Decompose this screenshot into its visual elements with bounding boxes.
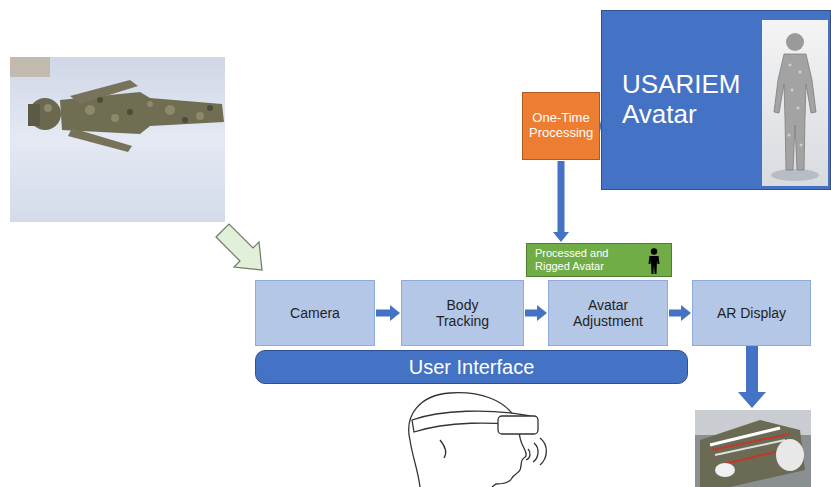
text-group: AR Display: [717, 305, 786, 321]
flow-arrow: [669, 305, 691, 321]
output-arrow: [738, 346, 766, 408]
process-box: Body Tracking: [401, 280, 524, 346]
flow-arrow: [376, 305, 400, 321]
node-label: One-Time Processing: [529, 111, 593, 141]
process-box: AR Display: [692, 280, 811, 346]
avatar-figure: [762, 20, 828, 186]
source-box: USARIEM Avatar: [601, 10, 831, 190]
ar-output-photo: [695, 410, 811, 487]
result-box: Processed and Rigged Avatar: [526, 243, 672, 277]
text-group: User Interface: [409, 356, 535, 379]
text-group: Camera: [290, 305, 340, 321]
input-arrow: [216, 224, 262, 270]
node-label: Processed and Rigged Avatar: [535, 247, 639, 272]
interface-band: User Interface: [255, 350, 688, 384]
text-group: USARIEM Avatar: [622, 70, 752, 130]
flow-arrow: [525, 305, 547, 321]
node-label: AR Display: [717, 305, 786, 321]
node-label: User Interface: [409, 356, 535, 379]
process-box: Camera: [255, 280, 375, 346]
text-group: Avatar Adjustment: [566, 297, 650, 329]
node-label: Camera: [290, 305, 340, 321]
person-icon: [647, 248, 661, 274]
process-box: Avatar Adjustment: [548, 280, 668, 346]
text-group: Body Tracking: [423, 297, 503, 329]
node-label: Avatar Adjustment: [566, 297, 650, 329]
soldier-photo: [10, 57, 225, 222]
node-label: Body Tracking: [423, 297, 503, 329]
text-group: Processed and Rigged Avatar: [535, 247, 639, 272]
headset-user: [409, 393, 547, 487]
text-group: One-Time Processing: [529, 111, 593, 141]
process-box: One-Time Processing: [522, 92, 600, 160]
node-label: USARIEM Avatar: [622, 70, 752, 130]
flow-arrow: [553, 161, 569, 242]
